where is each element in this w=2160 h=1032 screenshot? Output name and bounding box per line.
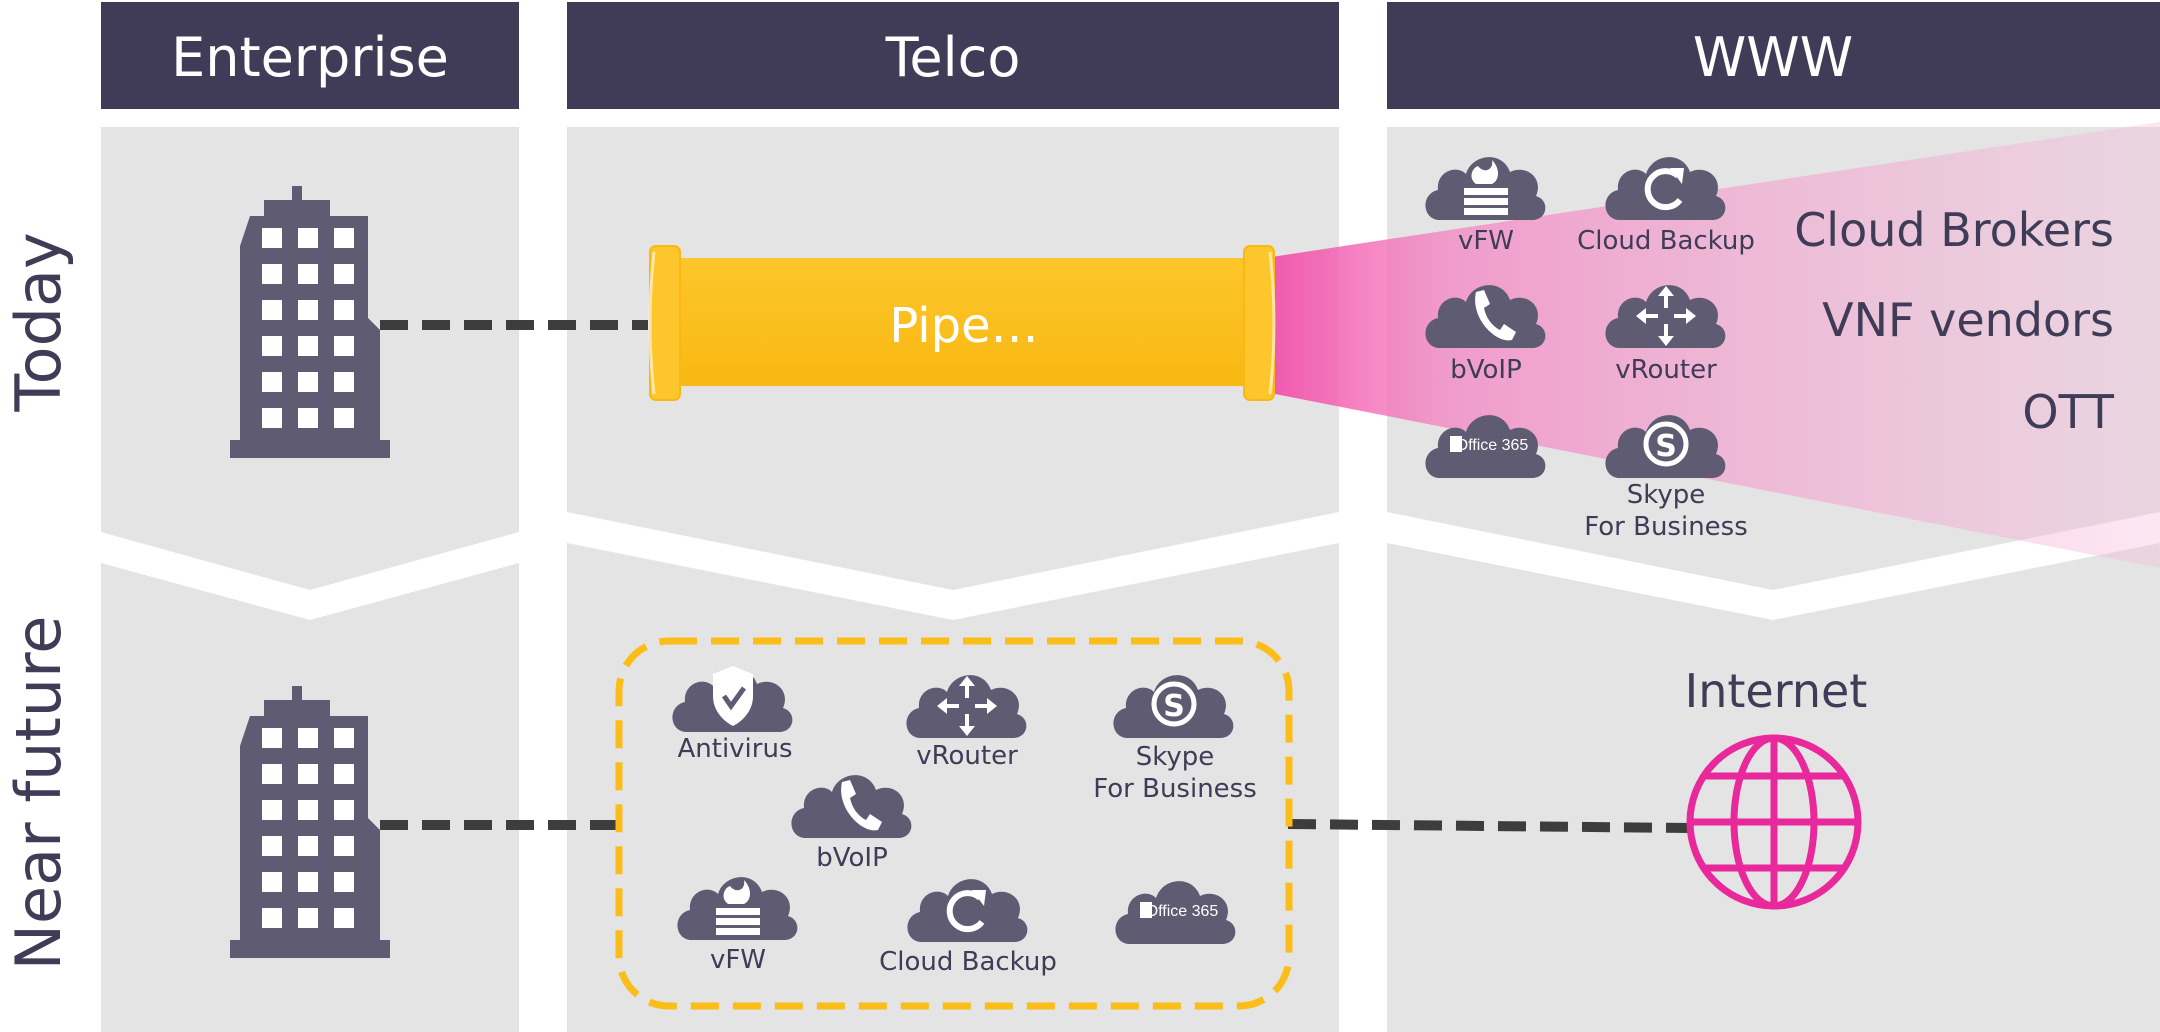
future-vfw-label: vFW: [710, 945, 766, 975]
svg-text:S: S: [1655, 429, 1677, 464]
future-vrouter-label: vRouter: [916, 741, 1018, 771]
today-office365-text: Office 365: [1456, 437, 1529, 454]
vrouter-cloud-icon: [906, 675, 1027, 738]
pipe-label: Pipe…: [889, 298, 1038, 354]
future-office365-text: Office 365: [1146, 903, 1219, 920]
antivirus-cloud-icon: [672, 666, 793, 732]
skype-cloud-icon: S: [1113, 675, 1234, 738]
skype-cloud-icon: S: [1605, 415, 1726, 478]
today-vfw-label: vFW: [1458, 226, 1514, 256]
vfw-cloud-icon: [1425, 157, 1546, 220]
pipe-shape: [648, 245, 1276, 401]
office365-cloud-icon: Office 365: [1425, 415, 1546, 478]
today-skype-label-1: Skype: [1627, 480, 1706, 510]
future-skype-label-1: Skype: [1136, 742, 1215, 772]
building-icon: [230, 186, 390, 458]
www-header-label: WWW: [1693, 26, 1853, 89]
today-vrouter-label: vRouter: [1615, 355, 1717, 385]
building-icon: [230, 686, 390, 958]
telco-header: [567, 2, 1339, 109]
player-vnf-vendors: VNF vendors: [1822, 293, 2114, 347]
today-skype-label-2: For Business: [1584, 512, 1748, 542]
today-cloud-backup-label: Cloud Backup: [1577, 226, 1755, 256]
future-internet-connector: [1287, 819, 1691, 833]
phone-cloud-icon: [791, 775, 912, 838]
future-skype-label-2: For Business: [1093, 774, 1257, 804]
player-ott: OTT: [2022, 385, 2114, 439]
internet-label: Internet: [1685, 664, 1868, 718]
svg-text:S: S: [1163, 689, 1185, 724]
telco-header-label: Telco: [885, 26, 1021, 89]
future-bvoip-label: bVoIP: [816, 843, 888, 873]
enterprise-header-label: Enterprise: [171, 26, 449, 89]
www-header: [1387, 2, 2160, 109]
player-cloud-brokers: Cloud Brokers: [1794, 203, 2114, 257]
today-bvoip-label: bVoIP: [1450, 355, 1522, 385]
enterprise-header: [101, 2, 519, 109]
office365-cloud-icon: Office 365: [1115, 881, 1236, 944]
phone-cloud-icon: [1425, 285, 1546, 348]
telco-service-container: [615, 637, 1293, 1010]
cloud-backup-icon: [1605, 157, 1726, 220]
globe-icon: [1686, 734, 1862, 910]
row-label-near-future: Near future: [2, 616, 75, 971]
cloud-backup-icon: [907, 879, 1028, 942]
future-antivirus-label: Antivirus: [677, 734, 792, 764]
future-cloud-backup-label: Cloud Backup: [879, 947, 1057, 977]
row-label-today: Today: [2, 232, 75, 412]
vrouter-cloud-icon: [1605, 285, 1726, 348]
vfw-cloud-icon: [677, 877, 798, 940]
